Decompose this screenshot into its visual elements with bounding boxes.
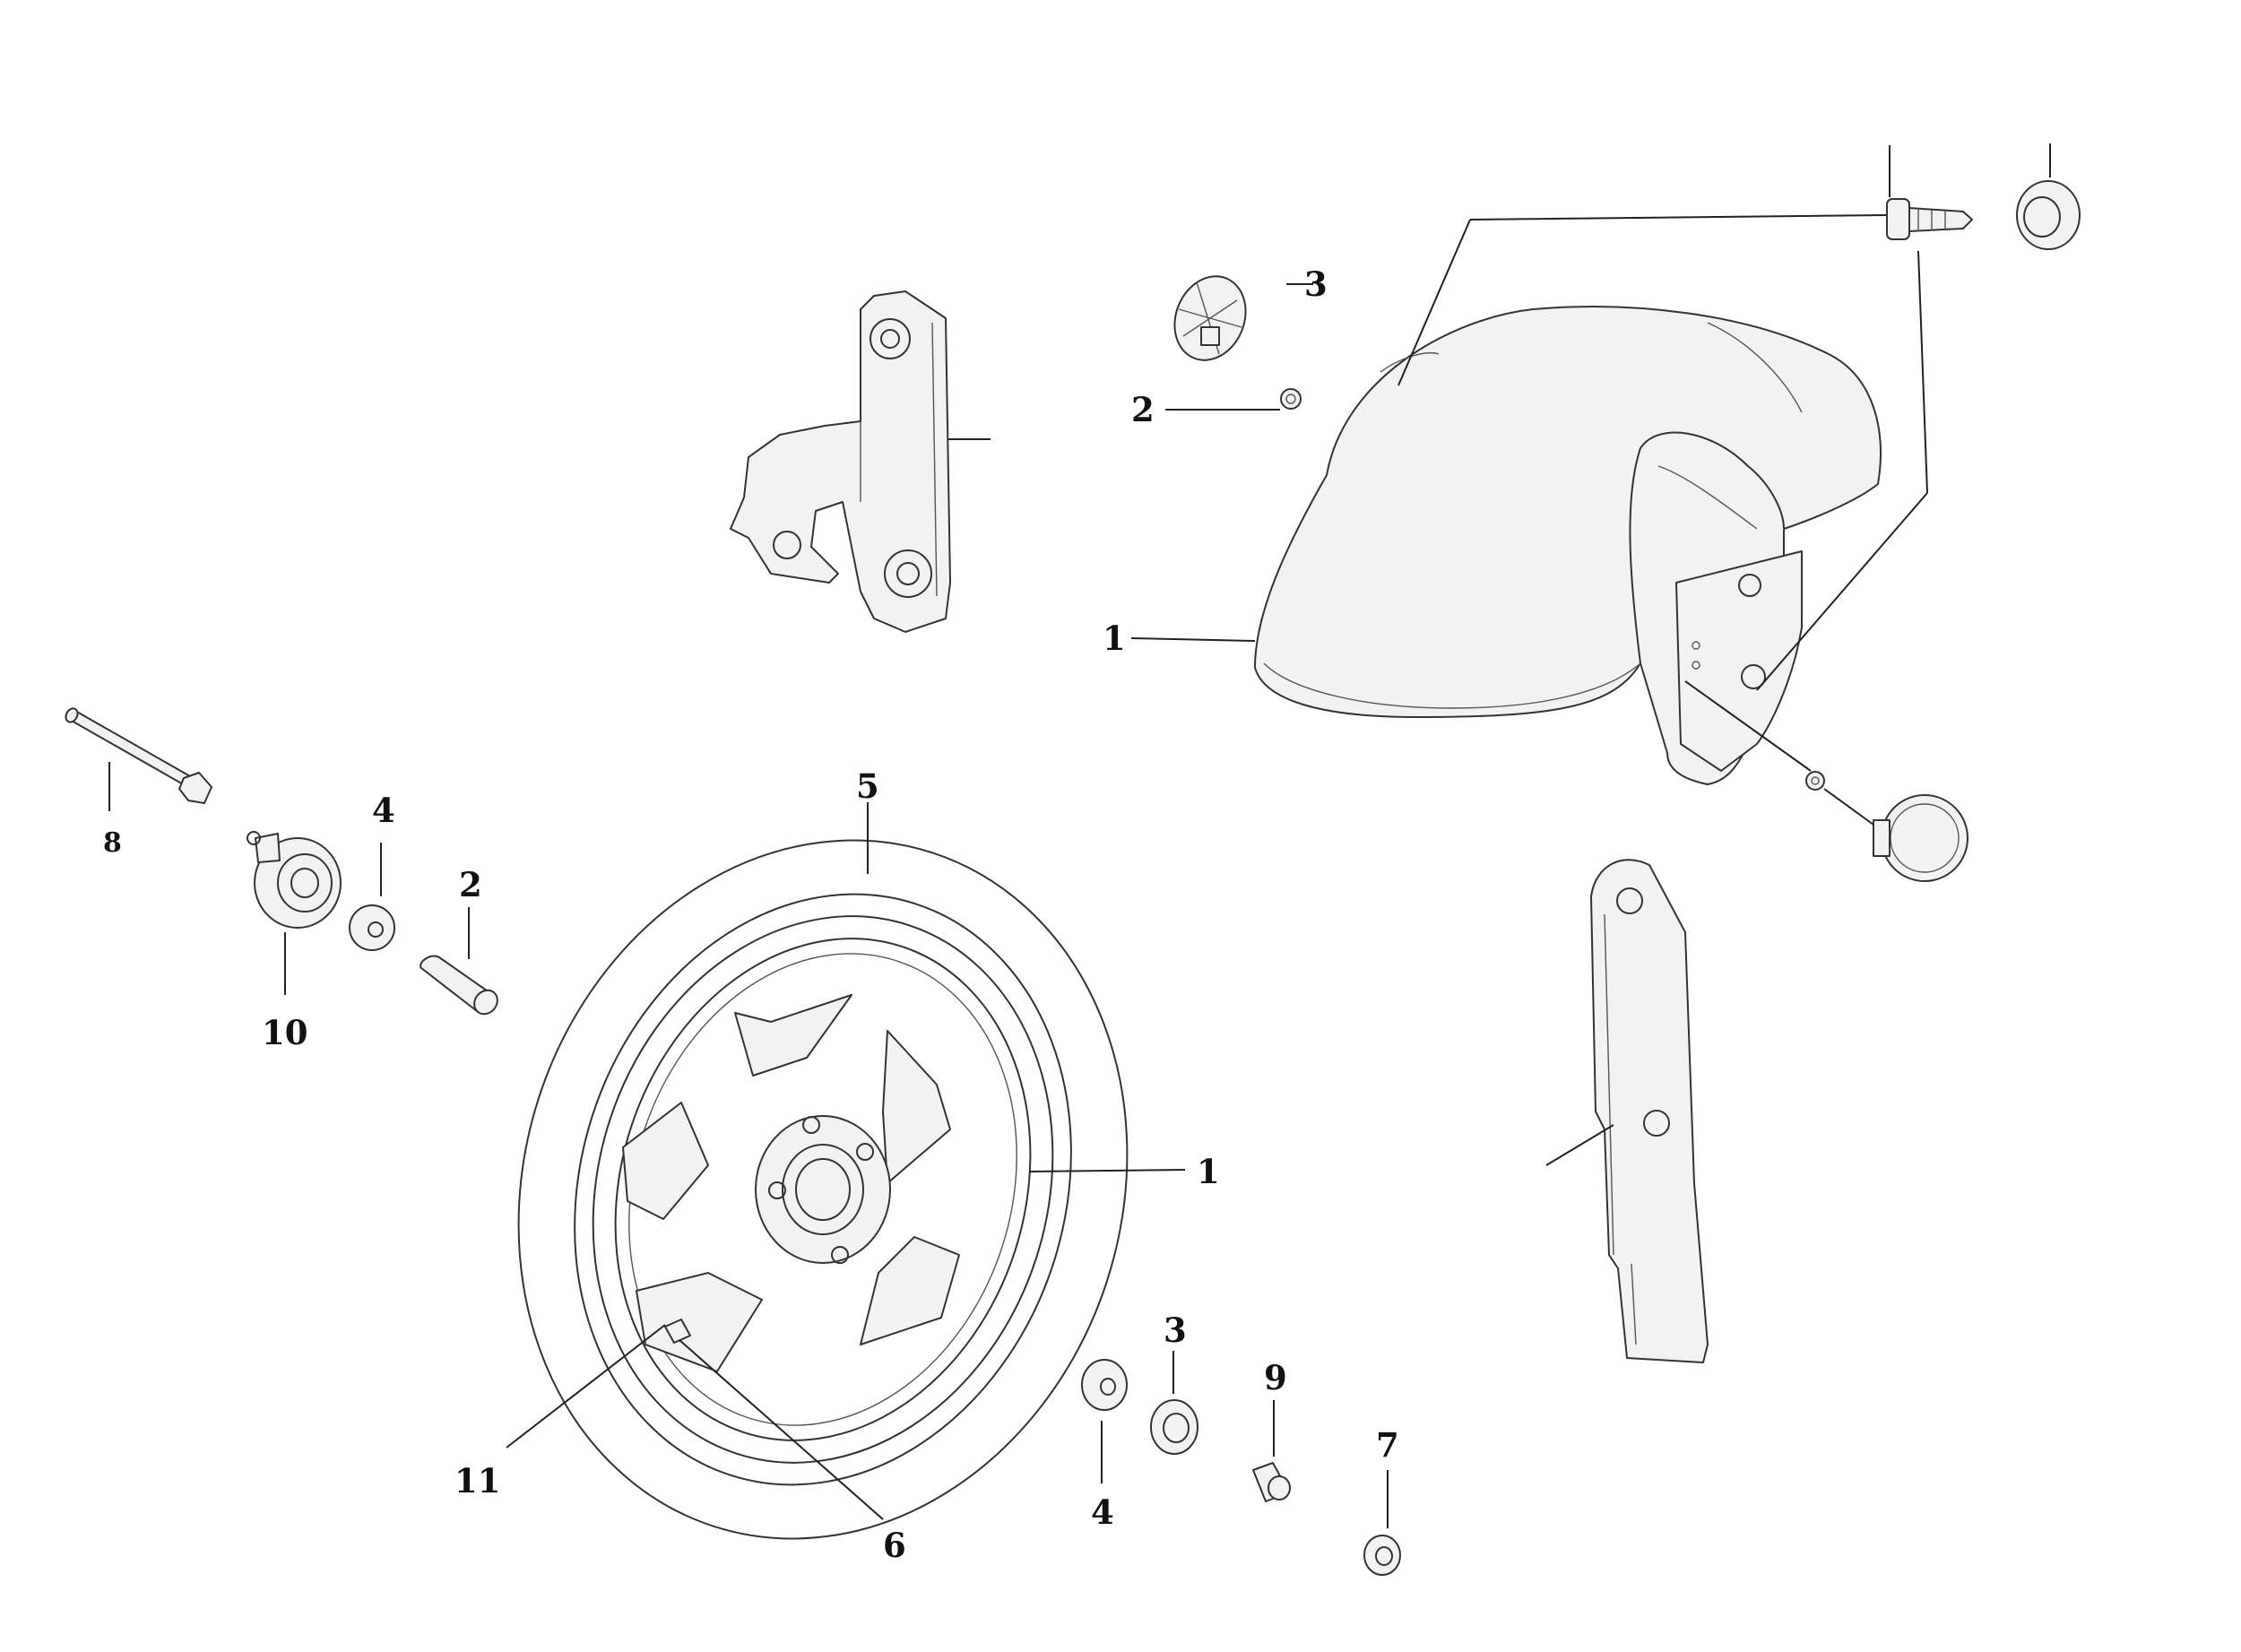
callout-speedo-drive: 10 [262,1013,308,1052]
spacer-right [1081,1359,1128,1411]
callout-tire: 5 [856,766,879,806]
front-wheel [517,839,1129,1540]
reflector-screw [1173,275,1247,361]
axle-bolt [65,707,212,804]
fender-mounting-bracket [730,290,991,633]
axle-nut [1363,1535,1401,1576]
callout-spacer-right: 4 [1091,1492,1114,1532]
callout-fender-nut: 2 [1131,390,1155,429]
brake-bracket [1590,859,1709,1363]
callout-bearing: 3 [1164,1310,1187,1350]
axle-sleeve [420,955,498,1016]
fender-screw [1886,198,1973,240]
bearing [1150,1399,1198,1455]
callout-spacer-left: 4 [372,791,395,830]
callout-fender-screw: 3 [1304,264,1328,304]
callout-axle-sleeve: 2 [459,865,482,904]
callout-wheel-rim: 1 [1197,1152,1220,1191]
front-fender [1254,306,1882,785]
callout-valve: 6 [883,1526,906,1565]
callout-axle-nut: 7 [1376,1425,1399,1465]
round-reflector [1873,794,1968,882]
callout-collar: 9 [1264,1358,1287,1397]
grommet [2016,180,2081,250]
reflector-nut [1280,388,1302,410]
callout-axle-bolt: 8 [103,827,122,859]
collar [1252,1462,1291,1502]
callout-wheel-weight: 11 [454,1461,501,1501]
spacer-left [349,904,395,951]
reflector-lock-nut [1805,771,1825,791]
callout-front-fender: 1 [1103,618,1126,658]
speedometer-drive [247,831,342,929]
